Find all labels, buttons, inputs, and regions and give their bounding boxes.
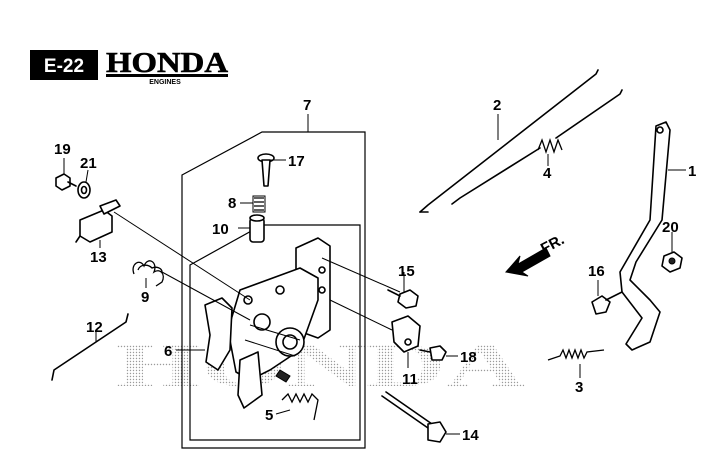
screw-19 [55, 173, 77, 191]
callout-15: 15 [398, 263, 415, 280]
bolt-14 [381, 391, 447, 443]
collar-10 [249, 214, 265, 243]
callout-17: 17 [288, 153, 305, 170]
bolt-15 [387, 289, 419, 309]
callout-12: 12 [86, 319, 103, 336]
callout-16: 16 [588, 263, 605, 280]
callout-4: 4 [543, 165, 552, 182]
callout-14: 14 [462, 427, 479, 444]
washer-21 [77, 181, 91, 199]
control-bracket-6 [204, 237, 331, 409]
section-badge: E-22 [30, 50, 98, 80]
callout-11: 11 [402, 371, 418, 388]
callout-5: 5 [265, 407, 273, 424]
screw-17 [257, 153, 275, 187]
bolt-16 [591, 291, 623, 315]
return-spring-9 [132, 260, 164, 287]
choke-rod-12 [51, 313, 129, 381]
honda-watermark: HONDA [115, 332, 525, 400]
stop-switch-13 [75, 199, 121, 243]
callout-9: 9 [141, 289, 149, 306]
callout-20: 20 [662, 219, 679, 236]
brand-name: HONDA [106, 47, 228, 79]
cable-clamp-11 [391, 315, 421, 353]
governor-rod-4 [451, 89, 623, 205]
control-arm-1 [619, 121, 671, 351]
callout-6: 6 [164, 343, 172, 360]
callout-13: 13 [90, 249, 107, 266]
callout-2: 2 [493, 97, 501, 114]
brand-subtitle: ENGINES [149, 79, 181, 86]
callout-19: 19 [54, 141, 71, 158]
callout-1: 1 [688, 163, 696, 180]
throttle-rod-2 [419, 69, 599, 213]
nut-20 [661, 251, 683, 273]
callout-3: 3 [575, 379, 583, 396]
bolt-18 [419, 345, 447, 361]
callout-21: 21 [80, 155, 97, 172]
callout-7: 7 [303, 97, 311, 114]
honda-logo: HONDA ENGINES [106, 47, 229, 86]
callout-18: 18 [460, 349, 477, 366]
callout-10: 10 [212, 221, 229, 238]
callout-numbers: 1 2 3 4 5 6 7 8 9 10 11 12 13 14 15 16 1… [54, 97, 696, 444]
front-direction-arrow: FR. [505, 231, 567, 277]
section-code: E-22 [44, 56, 84, 77]
spring-5 [281, 392, 319, 421]
callout-8: 8 [228, 195, 236, 212]
spring-3 [547, 348, 605, 361]
leader-lines [63, 114, 686, 435]
spring-8 [252, 195, 266, 213]
